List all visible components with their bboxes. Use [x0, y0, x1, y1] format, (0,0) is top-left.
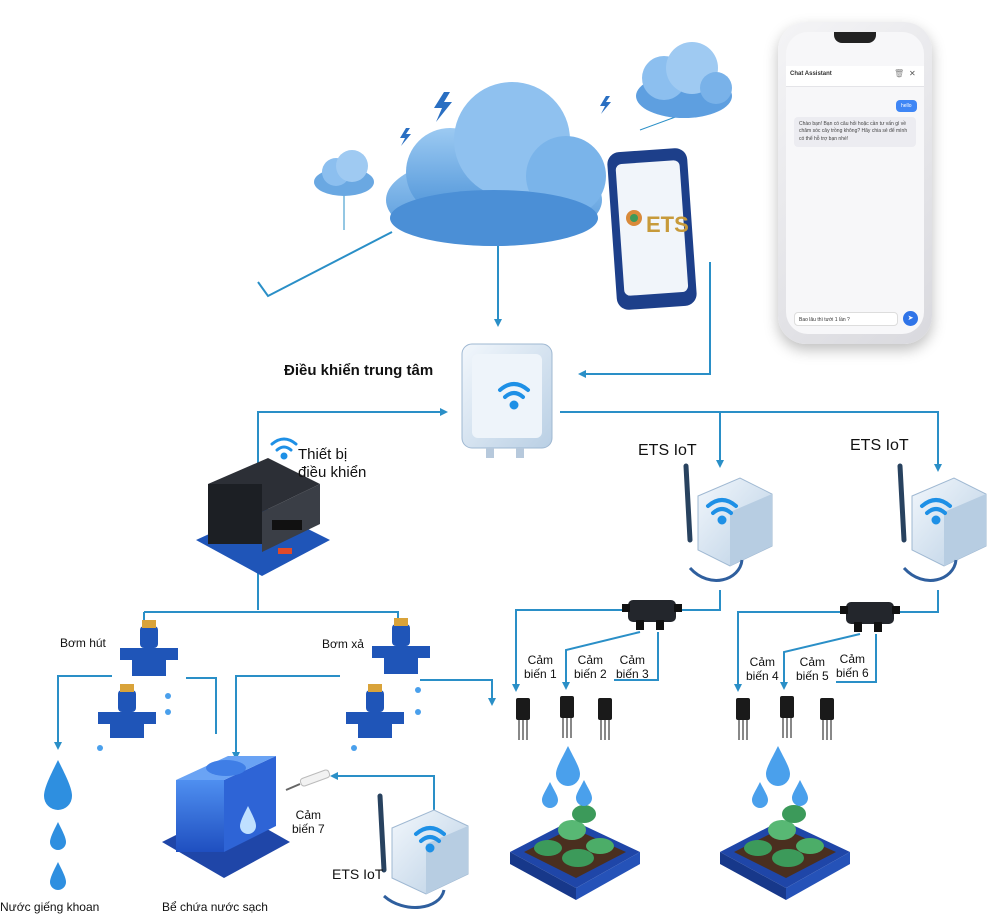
soil-sensor-1-icon: [516, 698, 530, 740]
trash-icon[interactable]: 🗑: [894, 69, 905, 78]
small-cloud-left-icon: [314, 150, 374, 196]
wifi-icon-central: [498, 382, 530, 410]
close-icon[interactable]: ✕: [909, 69, 916, 78]
chat-user-message: hello: [896, 100, 917, 112]
link-left-cloud: [257, 231, 393, 298]
ets-iot-box-2: [897, 463, 987, 582]
smartphone-chat-mockup: Chat Assistant 🗑 ✕ hello Chào bạn! Bạn c…: [778, 22, 932, 344]
ets-iot-box-1: [683, 463, 773, 582]
chat-title: Chat Assistant: [790, 71, 832, 77]
ets-iot-label-3: ETS IoT: [332, 866, 384, 882]
clean-water-tank-icon: [162, 756, 290, 878]
chat-header: Chat Assistant 🗑 ✕: [786, 66, 924, 87]
pump-drip-icons: [97, 687, 421, 751]
ets-iot-label-1: ETS IoT: [638, 442, 697, 459]
link-pump-plants: [420, 679, 496, 706]
soil-sensor-2-icon: [560, 696, 574, 738]
main-cloud-icon: [386, 82, 606, 246]
clean-tank-label: Bể chứa nước sạch: [162, 900, 268, 914]
control-device-box: [196, 458, 330, 576]
well-water-label: Nước giếng khoan: [0, 900, 100, 914]
soil-sensor-4-icon: [736, 698, 750, 740]
small-cloud-right-icon: [636, 42, 732, 118]
soil-sensor-5-icon: [780, 696, 794, 738]
tablet-logo: ETS: [646, 212, 689, 237]
water-drop-icons-plants: [542, 746, 808, 808]
central-controller-label: Điều khiển trung tâm: [284, 362, 434, 379]
wifi-icon-iot-1: [706, 498, 738, 525]
sensor-4-label: Cảm biến 4: [746, 655, 779, 684]
sensor-7-label: Cảm biến 7: [292, 808, 325, 837]
tablet-icon: [607, 148, 697, 310]
wifi-icon-device: [270, 437, 298, 460]
ets-iot-box-3: [377, 793, 469, 909]
link-pump-well: [54, 675, 112, 750]
cable-splitter-1: [622, 600, 682, 630]
sensor-7-probe-icon: [285, 769, 331, 791]
send-icon[interactable]: ➤: [903, 311, 918, 326]
link-iot3-sensor7: [330, 772, 435, 816]
lightning-icons: [400, 92, 611, 146]
water-drop-icons-well: [44, 760, 72, 890]
sensor-5-label: Cảm biến 5: [796, 655, 829, 684]
chat-input-field[interactable]: Bao lâu thì tưới 1 lần ?: [794, 312, 898, 326]
control-device-label: Thiết bị điều khiển: [298, 446, 367, 481]
sensor-1-label: Cảm biến 1: [524, 653, 557, 682]
cable-splitter-2: [840, 602, 900, 632]
plant-tray-2-icon: [720, 805, 850, 900]
ets-iot-label-2: ETS IoT: [850, 437, 909, 454]
soil-sensor-6-icon: [820, 698, 834, 740]
pump-in-label: Bơm hút: [60, 636, 106, 650]
link-splitter2-s4: [734, 611, 846, 692]
wifi-icon-iot-2: [920, 498, 952, 525]
central-controller-box: [461, 343, 553, 458]
soil-sensor-3-icon: [598, 698, 612, 740]
phone-screen: Chat Assistant 🗑 ✕ hello Chào bạn! Bạn c…: [786, 32, 924, 334]
link-splitter1-s1: [512, 609, 628, 692]
pump-out-label: Bơm xả: [322, 637, 364, 651]
link-pump-tank: [232, 675, 340, 760]
chat-bot-message: Chào bạn! Bạn có câu hỏi hoặc cần tư vấn…: [794, 117, 916, 147]
pump-out-icon: [346, 618, 430, 738]
link-hub-iot2: [560, 411, 942, 472]
wifi-icon-iot-3: [414, 826, 446, 853]
link-phone-hub: [578, 262, 711, 378]
sensor-2-label: Cảm biến 2: [574, 653, 607, 682]
plant-tray-1-icon: [510, 805, 640, 900]
sensor-3-label: Cảm biến 3: [616, 653, 649, 682]
sensor-6-label: Cảm biến 6: [836, 652, 869, 681]
pump-in-icon: [98, 620, 178, 738]
phone-notch: [834, 32, 876, 43]
